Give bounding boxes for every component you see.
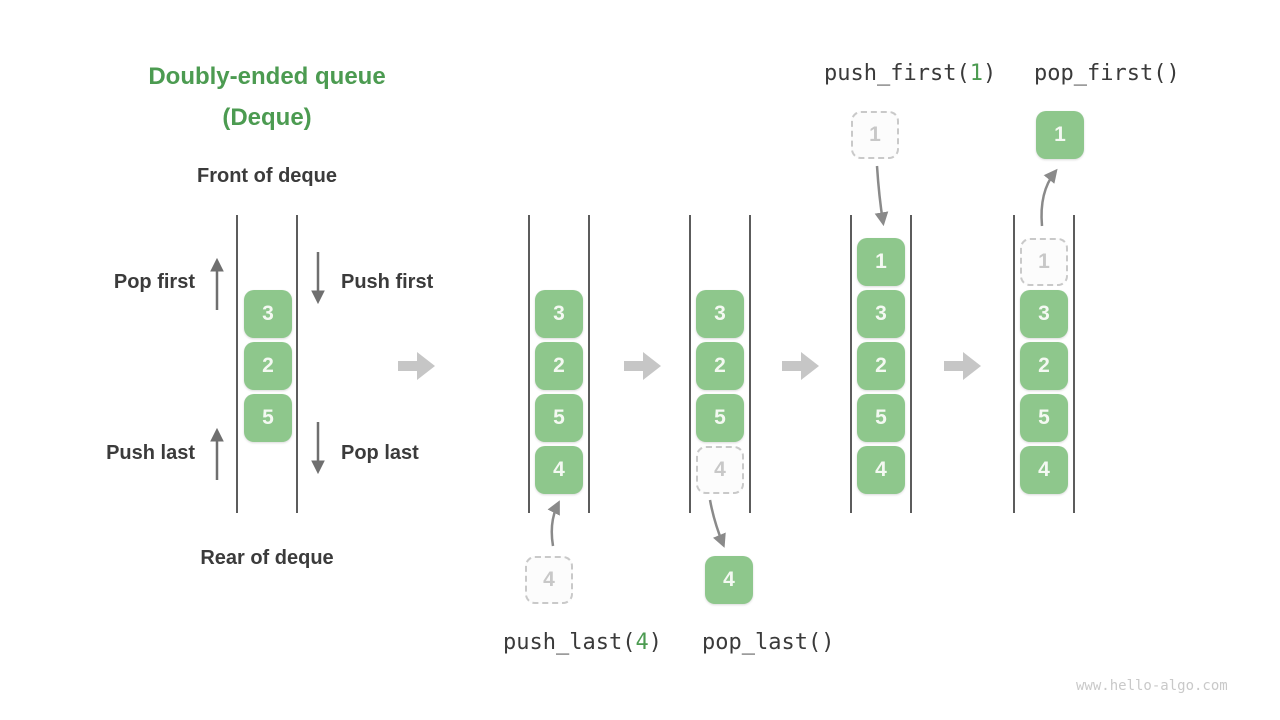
- pop-first-up-arrow-icon: [210, 257, 224, 310]
- deque-cell: 1: [857, 238, 905, 286]
- deque-cell: 3: [1020, 290, 1068, 338]
- pop-last-label: Pop last: [341, 442, 419, 464]
- incoming-value-ghost-box: 4: [525, 556, 573, 604]
- flow-right-arrow-icon: [624, 352, 661, 380]
- front-of-deque-label: Front of deque: [197, 165, 337, 187]
- deque-cell: 4: [535, 446, 583, 494]
- deque-cell: 5: [244, 394, 292, 442]
- deque-walls-state1: [528, 215, 590, 513]
- deque-cell: 5: [696, 394, 744, 442]
- watermark: www.hello-algo.com: [1076, 678, 1228, 694]
- deque-cell: 2: [857, 342, 905, 390]
- deque-cell: 2: [535, 342, 583, 390]
- pop-first-code-label: pop_first(): [1034, 61, 1180, 86]
- push-last-up-arrow-icon: [210, 427, 224, 480]
- code-suffix: ): [982, 61, 997, 86]
- pop-last-code-label: pop_last(): [702, 630, 835, 655]
- deque-cell: 2: [696, 342, 744, 390]
- push-last-code-label: push_last(4): [503, 630, 662, 655]
- push-first-label: Push first: [341, 271, 434, 293]
- deque-walls-state3: [850, 215, 912, 513]
- title-line-2: (Deque): [222, 104, 312, 131]
- pop-last-down-arrow-icon: [311, 422, 325, 475]
- deque-cell: 3: [696, 290, 744, 338]
- flow-right-arrow-icon: [398, 352, 435, 380]
- push-first-down-arrow-icon: [311, 252, 325, 305]
- deque-walls-demo: [236, 215, 298, 513]
- pop-first-curve-arrow-icon: [1040, 168, 1058, 227]
- push-first-curve-arrow-icon: [874, 165, 889, 227]
- deque-cell: 4: [1020, 446, 1068, 494]
- flow-right-arrow-icon: [944, 352, 981, 380]
- code-prefix: push_first(: [824, 61, 970, 86]
- deque-cell: 3: [244, 290, 292, 338]
- code-prefix: push_last(: [503, 630, 636, 655]
- deque-walls-state4: [1013, 215, 1075, 513]
- deque-cell: 5: [857, 394, 905, 442]
- popped-value-box: 1: [1036, 111, 1084, 159]
- pop-last-curve-arrow-icon: [708, 499, 726, 548]
- title-line-1: Doubly-ended queue: [148, 63, 386, 90]
- rear-of-deque-label: Rear of deque: [200, 547, 334, 569]
- deque-cell: 3: [535, 290, 583, 338]
- code-arg: 1: [969, 61, 983, 86]
- flow-right-arrow-icon: [782, 352, 819, 380]
- diagram-title: Doubly-ended queue (Deque): [85, 56, 449, 138]
- deque-cell: 2: [1020, 342, 1068, 390]
- deque-cell: 5: [535, 394, 583, 442]
- removed-slot-ghost-box: 4: [696, 446, 744, 494]
- deque-cell: 3: [857, 290, 905, 338]
- deque-cell: 4: [857, 446, 905, 494]
- popped-value-box: 4: [705, 556, 753, 604]
- removed-slot-ghost-box: 1: [1020, 238, 1068, 286]
- pop-first-label: Pop first: [113, 271, 195, 293]
- deque-cell: 5: [1020, 394, 1068, 442]
- deque-walls-state2: [689, 215, 751, 513]
- deque-cell: 2: [244, 342, 292, 390]
- push-first-code-label: push_first(1): [824, 61, 996, 86]
- push-last-label: Push last: [106, 442, 195, 464]
- incoming-value-ghost-box: 1: [851, 111, 899, 159]
- code-suffix: ): [648, 630, 662, 655]
- push-last-curve-arrow-icon: [547, 500, 560, 547]
- code-arg: 4: [635, 630, 649, 655]
